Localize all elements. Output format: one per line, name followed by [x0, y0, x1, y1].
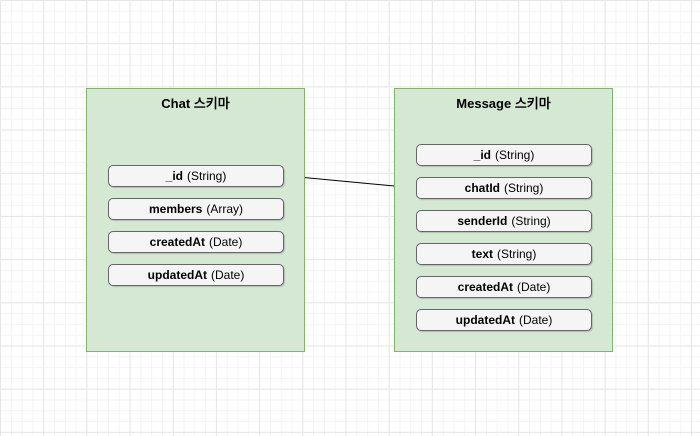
field-name-label: _id	[473, 148, 491, 162]
field-name-label: updatedAt	[147, 268, 207, 282]
field-type-label: (Array)	[206, 202, 244, 216]
field-name-label: senderId	[457, 214, 508, 228]
field-type-label: (Date)	[209, 235, 243, 249]
field-name-label: _id	[165, 169, 183, 183]
field-chat-updatedat[interactable]: updatedAt (Date)	[108, 264, 284, 286]
entity-chat-title: Chat 스키마	[161, 96, 230, 111]
field-chat-members[interactable]: members (Array)	[108, 198, 284, 220]
field-name-label: chatId	[464, 181, 500, 195]
field-name-label: createdAt	[457, 280, 513, 294]
field-chat-createdat[interactable]: createdAt (Date)	[108, 231, 284, 253]
field-message-text[interactable]: text (String)	[416, 243, 592, 265]
field-type-label: (String)	[511, 214, 551, 228]
field-name-label: createdAt	[149, 235, 205, 249]
entity-message-title: Message 스키마	[456, 96, 551, 111]
field-message-createdat[interactable]: createdAt (Date)	[416, 276, 592, 298]
field-type-label: (Date)	[517, 280, 551, 294]
field-message-updatedat[interactable]: updatedAt (Date)	[416, 309, 592, 331]
field-type-label: (String)	[497, 247, 537, 261]
field-name-label: updatedAt	[455, 313, 515, 327]
field-type-label: (String)	[187, 169, 227, 183]
field-type-label: (String)	[504, 181, 544, 195]
field-name-label: members	[148, 202, 203, 216]
entity-message-schema[interactable]: Message 스키마 _id (String) chatId (String)…	[394, 88, 613, 352]
field-type-label: (Date)	[518, 313, 553, 327]
field-message-chatid[interactable]: chatId (String)	[416, 177, 592, 199]
entity-chat-schema[interactable]: Chat 스키마 _id (String) members (Array) cr…	[86, 88, 305, 352]
field-message-id[interactable]: _id (String)	[416, 144, 592, 166]
relationship-line[interactable]	[287, 173, 416, 189]
field-type-label: (String)	[495, 148, 535, 162]
field-chat-id[interactable]: _id (String)	[108, 165, 284, 187]
field-name-label: text	[471, 247, 493, 261]
field-message-senderid[interactable]: senderId (String)	[416, 210, 592, 232]
field-type-label: (Date)	[210, 268, 245, 282]
